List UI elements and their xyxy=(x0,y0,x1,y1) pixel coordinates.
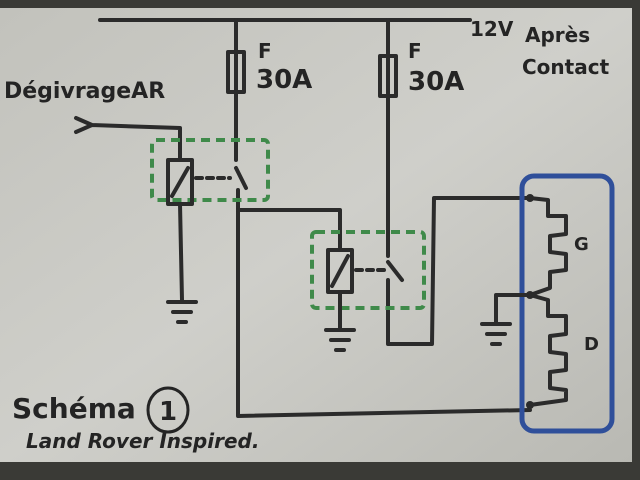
fuse-1-rating: 30A xyxy=(256,65,312,95)
schema-title: Schéma xyxy=(12,392,136,425)
fuse-2-wire xyxy=(386,94,530,346)
input-arrow-wire xyxy=(74,116,182,162)
motor-windings xyxy=(528,196,568,407)
winding-d-label: D xyxy=(584,334,599,355)
wiper-motor-box xyxy=(519,173,615,434)
schema-number: 1 xyxy=(159,397,177,427)
fuse-1-letter: F xyxy=(258,39,272,63)
input-label: DégivrageAR xyxy=(4,79,165,104)
ground-icon xyxy=(480,322,512,346)
supply-note-line1: Après xyxy=(525,23,590,47)
schema-number-circle xyxy=(146,386,190,434)
supply-label: 12V xyxy=(470,17,514,41)
fuse-2-rating: 30A xyxy=(408,67,464,97)
subtitle: Land Rover Inspired. xyxy=(26,429,259,453)
fuse-2-letter: F xyxy=(408,39,422,63)
ground-icon xyxy=(324,328,356,352)
relay-1-ground-wire xyxy=(178,202,184,302)
supply-note-line2: Contact xyxy=(522,55,610,79)
relay-link-wire xyxy=(236,208,342,250)
fuse-1-wire xyxy=(234,90,532,418)
paper-sheet xyxy=(0,8,632,462)
ground-icon xyxy=(166,300,198,324)
winding-g-label: G xyxy=(574,234,589,255)
motor-ground-wire xyxy=(494,293,532,324)
